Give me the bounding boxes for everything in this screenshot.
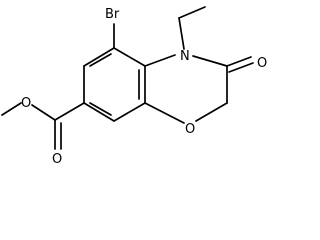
bond-ring-to-nitrogen — [144, 54, 176, 67]
bond-benzene-3 — [83, 102, 115, 122]
bond-carbonyl-to-oxygen — [226, 56, 252, 67]
ring-oxygen-label: O — [185, 122, 195, 137]
bond-nitrogen-ethyl — [178, 17, 185, 50]
bond-benzene-2 — [113, 102, 146, 122]
bond-carbonyl-to-oxygen-double — [228, 62, 254, 73]
nitrogen-label: N — [180, 49, 190, 64]
bond-ester-oxygen-to-methyl — [1, 102, 22, 116]
molecule-diagram: Br N O O O O — [1, 6, 267, 167]
bond-ring-to-ester-carbon — [54, 102, 85, 121]
bond-ester-carbon-to-single-oxygen — [31, 104, 56, 121]
bond-ring-oxygen-to-aromatic — [144, 102, 185, 124]
ester-double-oxygen-label: O — [52, 152, 62, 167]
bond-benzene-inner-2 — [89, 102, 112, 116]
bond-benzene-5 — [83, 47, 115, 67]
ester-single-oxygen-label: O — [21, 96, 31, 111]
bromine-label: Br — [105, 7, 120, 22]
bond-benzene-6 — [113, 47, 146, 67]
ketone-oxygen-label: O — [257, 56, 267, 71]
bond-nitrogen-carbonyl-carbon — [192, 55, 228, 67]
atom-labels: Br N O O O O — [21, 7, 267, 167]
bond-methylene-to-ring-oxygen — [195, 102, 228, 122]
chemical-structure-canvas: Br N O O O O — [1, 6, 268, 167]
bond-ethyl-methyl — [178, 6, 206, 19]
benzene-ring — [83, 47, 146, 122]
substituent-bonds — [1, 6, 254, 150]
bond-benzene-inner-3 — [89, 53, 112, 67]
